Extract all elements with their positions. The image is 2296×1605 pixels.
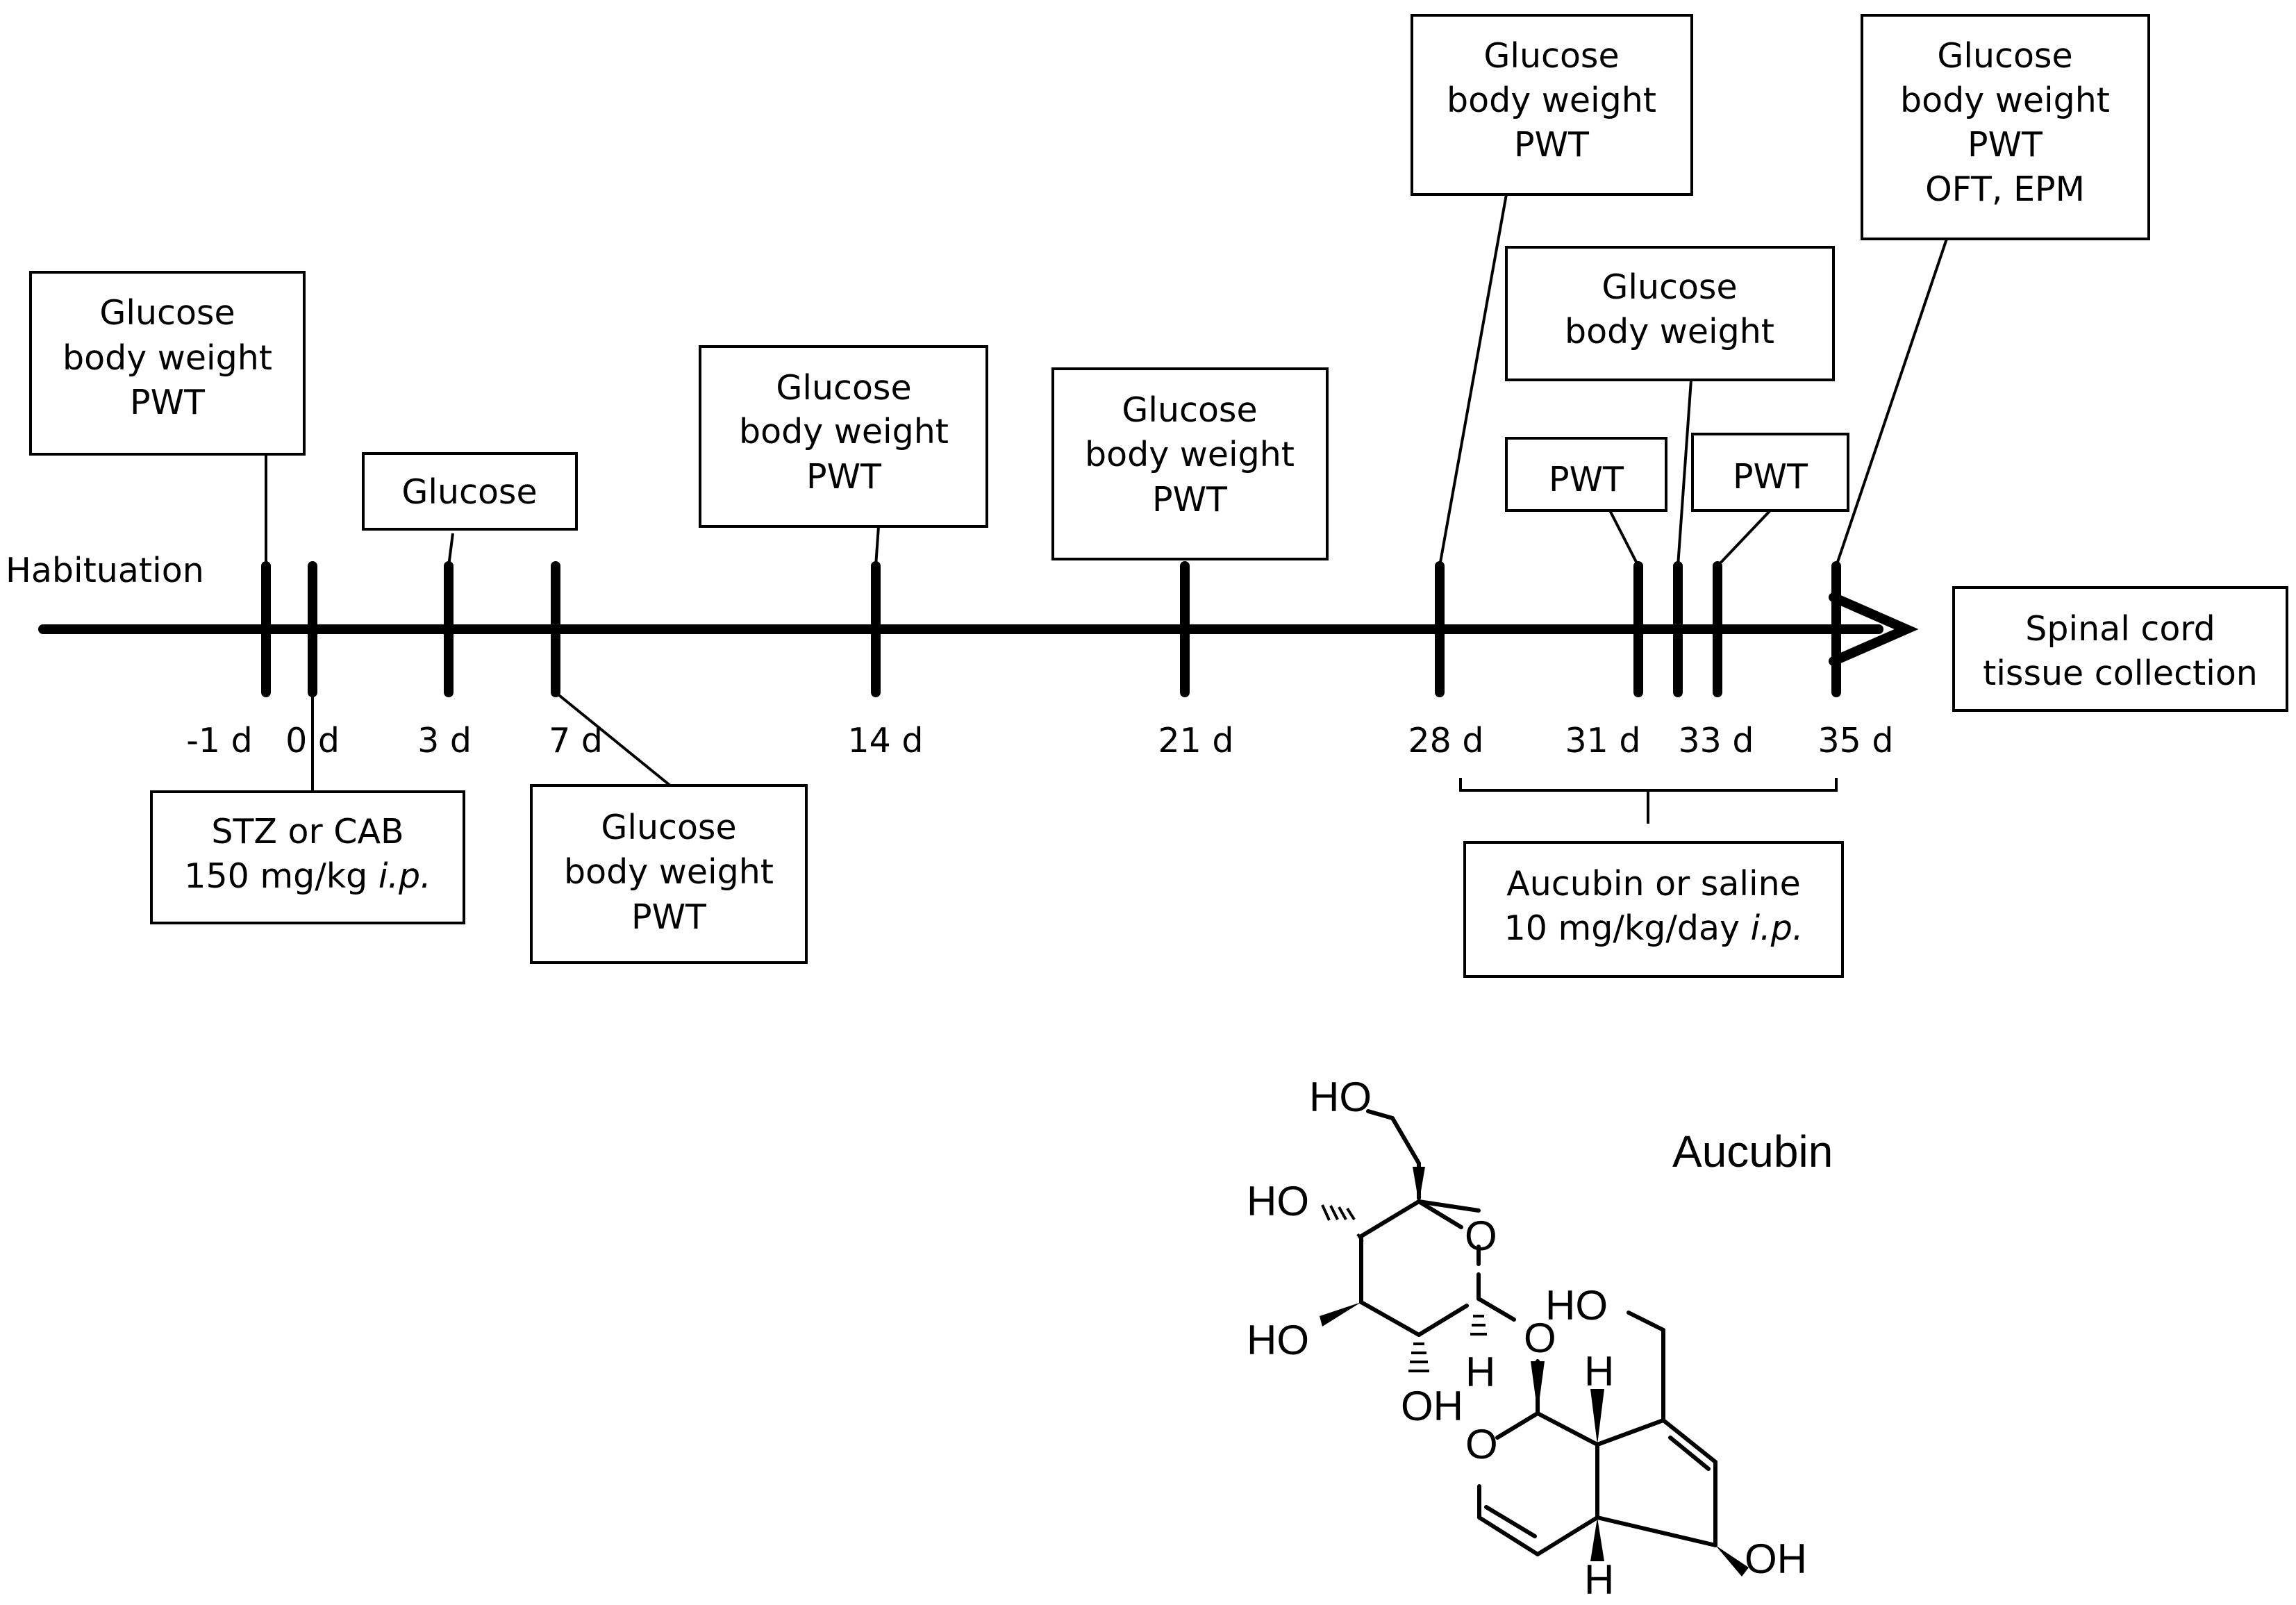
treatment-box: Aucubin or saline 10 mg/kg/day i.p. [1463,841,1844,978]
atom-label: H [1465,1349,1495,1395]
svg-text:body weight: body weight [739,412,949,451]
measure-box-33d: PWT [1691,433,1849,512]
day-label: 33 d [1678,721,1754,760]
timeline-ticks [261,561,1841,697]
measure-box-32d: Glucose body weight [1505,246,1835,381]
measure-box-21d: Glucose body weight PWT [1051,367,1329,560]
svg-text:tissue collection: tissue collection [1983,654,2258,693]
wedge-bond [1531,1361,1545,1413]
svg-text:Glucose: Glucose [1937,36,2072,76]
measure-box-28d: Glucose body weight PWT [1411,14,1693,196]
svg-text:Glucose: Glucose [1483,36,1619,76]
leader-lines [265,194,1948,792]
svg-text:PWT: PWT [1968,125,2043,165]
svg-text:Glucose: Glucose [601,808,736,847]
day-label: -1 d [186,721,253,760]
atom-label: HO [1545,1282,1608,1329]
day-label: 3 d [417,721,472,760]
measure-box-31d: PWT [1505,437,1667,512]
svg-text:body weight: body weight [1085,435,1295,474]
atom-label: HO [1247,1317,1309,1363]
svg-text:OFT, EPM: OFT, EPM [1925,169,2085,209]
atom-label: O [1465,1421,1498,1467]
molecule-name: Aucubin [1672,1126,1833,1176]
day-label: 7 d [549,721,603,760]
atom-label: HO [1247,1178,1309,1224]
svg-text:Glucose: Glucose [99,293,235,333]
svg-text:PWT: PWT [806,457,882,497]
svg-text:PWT: PWT [1514,125,1590,165]
atom-label: H [1584,1348,1614,1395]
svg-text:Glucose: Glucose [1602,267,1737,307]
svg-text:STZ or CAB: STZ or CAB [211,812,404,851]
svg-text:body weight: body weight [1565,312,1774,351]
svg-text:Spinal cord: Spinal cord [2025,609,2215,649]
wedge-bond [1320,1302,1361,1327]
day-label: 21 d [1158,721,1233,760]
measure-box-14d: Glucose body weight PWT [699,345,988,528]
measure-box-3d: Glucose [362,452,578,531]
tissue-collection-box: Spinal cord tissue collection [1952,586,2288,712]
aucubin-structure: Aucubin [1247,1074,1833,1603]
treatment-dose: 10 mg/kg/day i.p. [1504,908,1804,948]
svg-text:PWT: PWT [130,383,206,422]
day-label: 14 d [847,721,923,760]
svg-text:PWT: PWT [1733,457,1808,497]
hashed-bond [1321,1204,1364,1243]
svg-text:body weight: body weight [1447,81,1656,120]
injection-dose: 150 mg/kg i.p. [184,856,431,896]
svg-text:body weight: body weight [564,852,774,892]
wedge-bond [1590,1389,1604,1445]
atom-label: O [1524,1315,1556,1361]
day-label: 35 d [1817,721,1893,760]
hashed-bond [1408,1342,1429,1372]
svg-text:Aucubin or saline: Aucubin or saline [1506,864,1801,904]
day-label: 28 d [1408,721,1483,760]
svg-text:Glucose: Glucose [776,368,911,408]
atom-label: O [1465,1213,1497,1259]
svg-text:body weight: body weight [1900,81,2110,120]
svg-text:PWT: PWT [631,897,707,937]
svg-text:body weight: body weight [63,338,272,378]
day-labels: -1 d 0 d 3 d 7 d 14 d 21 d 28 d 31 d 33 … [186,721,1893,760]
glucose-ring [1359,1161,1516,1337]
wedge-bond [1413,1167,1425,1204]
habituation-label: Habituation [6,551,204,590]
svg-text:PWT: PWT [1152,480,1228,519]
treatment-bracket [1459,778,1838,824]
wedge-bond [1590,1517,1604,1561]
injection-box: STZ or CAB 150 mg/kg i.p. [150,790,465,924]
svg-text:PWT: PWT [1549,460,1624,499]
hashed-bond [1470,1315,1487,1336]
svg-text:Glucose: Glucose [401,472,537,512]
timeline-arrowhead [1829,592,1919,666]
atom-label: HO [1309,1074,1372,1120]
wedge-bond [1715,1545,1749,1577]
atom-label: H [1584,1556,1614,1602]
timeline-axis [38,592,1919,666]
measure-box-7d: Glucose body weight PWT [530,784,808,964]
day-label: 31 d [1565,721,1640,760]
measure-box-minus1d: Glucose body weight PWT [29,271,306,456]
aglycone-rings [1477,1311,1717,1556]
measure-box-35d: Glucose body weight PWT OFT, EPM [1861,14,2150,240]
svg-text:Glucose: Glucose [1122,390,1257,430]
atom-label: OH [1401,1383,1463,1429]
atom-label: OH [1745,1536,1807,1582]
